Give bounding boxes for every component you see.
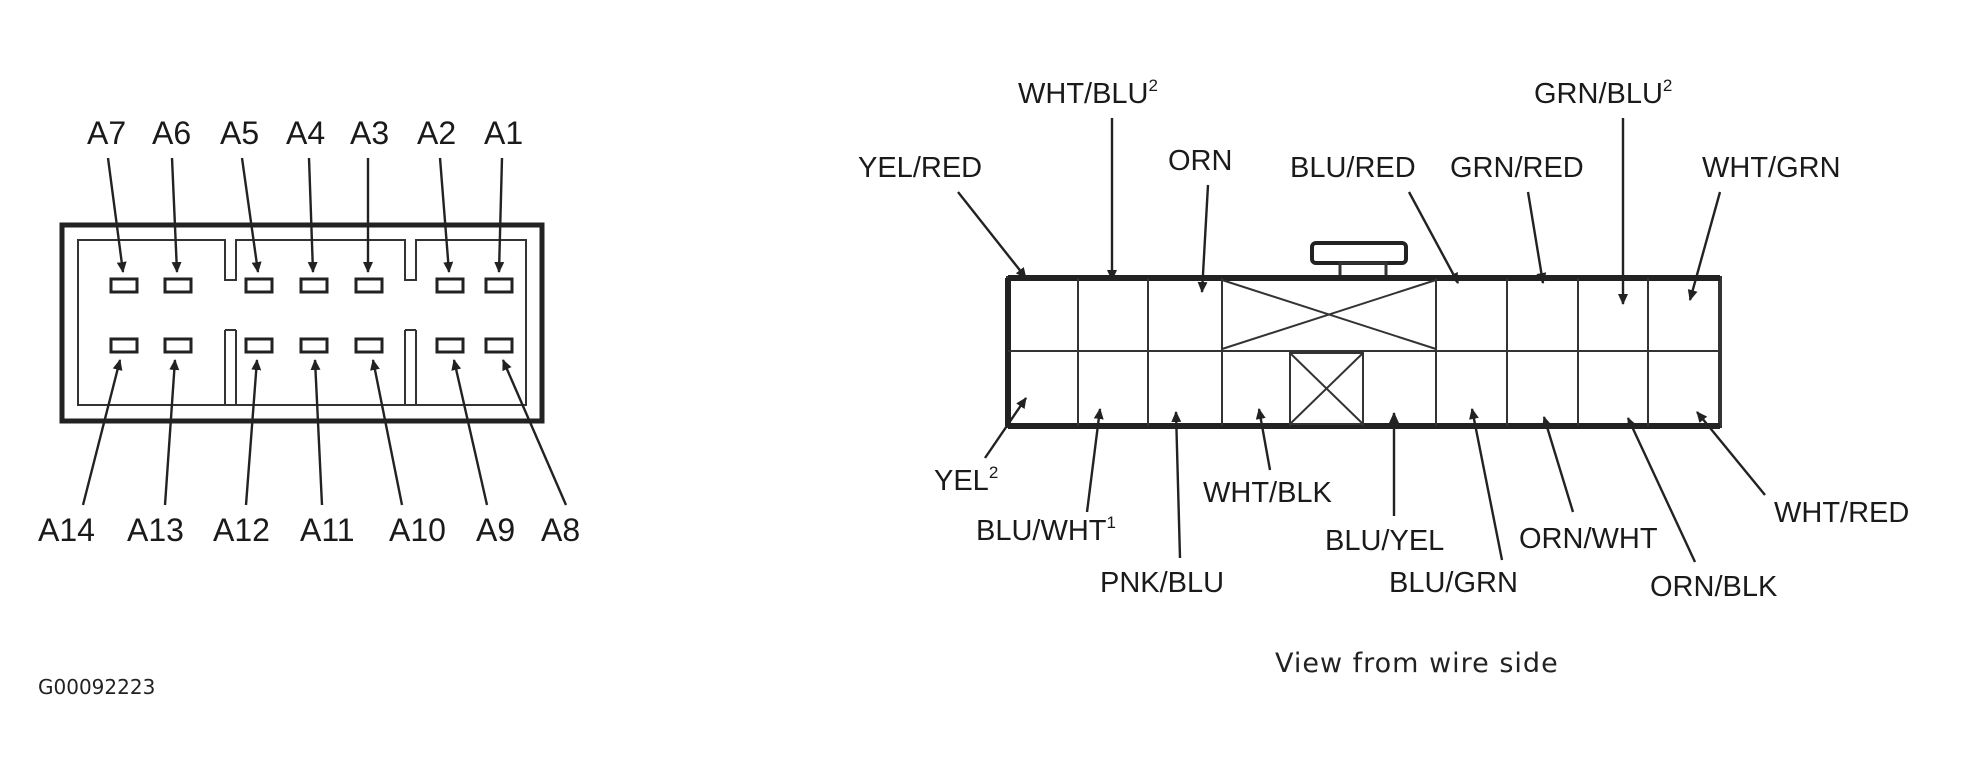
pin-a6 [163,277,193,294]
left-connector-outer-shell [59,222,545,424]
pin-label-a4: A4 [286,115,325,151]
pin-label-a1: A1 [484,115,523,151]
pin-label-a3: A3 [350,115,389,151]
blanked-cavity-large [1221,279,1437,350]
wire-label-orn: ORN [1168,145,1232,177]
right-top-leaders [957,118,1722,305]
view-caption: View from wire side [1275,648,1559,679]
left-bottom-leaders [81,359,568,506]
wire-label-wht-blu: WHT/BLU2 [1018,76,1158,110]
pin-a1 [484,277,514,294]
left-top-labels: A7 A6 A5 A4 A3 A2 A1 [87,115,523,151]
pin-a9 [435,337,465,354]
pin-a2 [435,277,465,294]
wire-label-grn-red: GRN/RED [1450,152,1584,184]
wire-label-blu-red: BLU/RED [1290,152,1416,184]
pin-label-a7: A7 [87,115,126,151]
figure-code: G00092223 [38,675,155,699]
right-connector: YEL/RED WHT/BLU2 ORN BLU/RED GRN/RED GRN… [858,76,1909,679]
pin-label-a11: A11 [300,512,355,548]
left-bottom-pin-row [109,337,514,354]
pin-a8 [484,337,514,354]
pin-a14 [109,337,139,354]
left-top-leaders [106,157,505,273]
wire-label-yel-red: YEL/RED [858,152,982,184]
left-connector: A7 A6 A5 A4 A3 A2 A1 A14 A13 A12 A11 A10… [38,115,580,699]
wire-label-yel: YEL2 [934,463,998,497]
pin-a11 [299,337,329,354]
pin-a7 [109,277,139,294]
pin-label-a10: A10 [389,512,446,548]
left-top-pin-row [109,277,514,294]
pin-a5 [244,277,274,294]
pin-label-a8: A8 [541,512,580,548]
wire-label-orn-blk: ORN/BLK [1650,571,1778,603]
pin-a13 [163,337,193,354]
pin-label-a6: A6 [152,115,191,151]
pin-a10 [354,337,384,354]
pin-a4 [299,277,329,294]
left-bottom-labels: A14 A13 A12 A11 A10 A9 A8 [38,512,580,548]
left-connector-inner-contour [77,239,527,406]
wire-label-blu-yel: BLU/YEL [1325,525,1444,557]
pin-a12 [244,337,274,354]
pin-label-a5: A5 [220,115,259,151]
wire-label-blu-grn: BLU/GRN [1389,567,1518,599]
right-bottom-leaders [984,397,1766,563]
pin-label-a13: A13 [127,512,184,548]
connector-latch [1310,241,1408,280]
wire-label-wht-grn: WHT/GRN [1702,152,1841,184]
wire-label-orn-wht: ORN/WHT [1519,523,1658,555]
wire-label-wht-blk: WHT/BLK [1203,477,1333,509]
pin-label-a2: A2 [417,115,456,151]
pin-label-a9: A9 [476,512,515,548]
wire-label-blu-wht: BLU/WHT1 [976,513,1116,547]
right-top-wire-labels: YEL/RED WHT/BLU2 ORN BLU/RED GRN/RED GRN… [858,76,1841,184]
pin-label-a12: A12 [213,512,270,548]
pin-a3 [354,277,384,294]
blanked-cavity-small [1289,352,1364,425]
wire-label-pnk-blu: PNK/BLU [1100,567,1224,599]
pin-label-a14: A14 [38,512,95,548]
right-bottom-wire-labels: YEL2 BLU/WHT1 PNK/BLU WHT/BLK BLU/YEL BL… [934,463,1909,603]
wire-label-grn-blu: GRN/BLU2 [1534,76,1672,110]
wire-label-wht-red: WHT/RED [1774,497,1909,529]
